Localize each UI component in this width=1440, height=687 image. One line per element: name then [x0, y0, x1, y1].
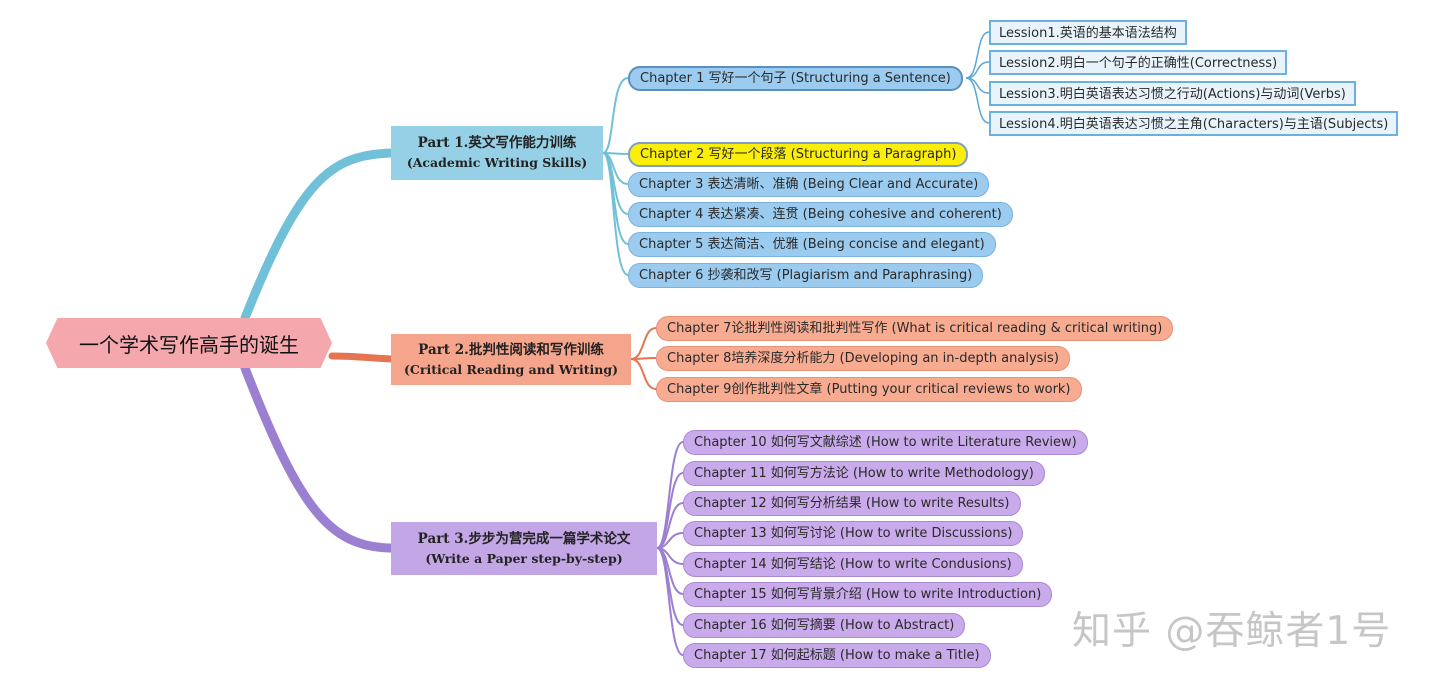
chapter-11-node[interactable]: Chapter 11 如何写方法论 (How to write Methodol… [683, 461, 1045, 486]
chapter-15-node[interactable]: Chapter 15 如何写背景介绍 (How to write Introdu… [683, 582, 1053, 607]
connector-root-part3 [240, 363, 396, 553]
connector-ch1-l1 [965, 31, 990, 79]
connector-ch1-l3 [965, 77, 990, 94]
connector-p1-ch6 [602, 152, 629, 276]
chapter-13-node[interactable]: Chapter 13 如何写讨论 (How to write Discussio… [683, 521, 1024, 546]
chapter-6-node[interactable]: Chapter 6 抄袭和改写 (Plagiarism and Paraphra… [628, 263, 984, 288]
lesson-2-node[interactable]: Lession2.明白一个句子的正确性(Correctness) [989, 50, 1288, 75]
connector-p3-ch17 [656, 547, 684, 656]
chapter-17-node[interactable]: Chapter 17 如何起标题 (How to make a Title) [683, 643, 991, 668]
chapter-4-node[interactable]: Chapter 4 表达紧凑、连贯 (Being cohesive and co… [628, 202, 1013, 227]
root-topic[interactable]: 一个学术写作高手的诞生 [46, 318, 332, 368]
connector-root-part1 [240, 148, 396, 323]
watermark: 知乎 @吞鲸者1号 [1072, 609, 1392, 654]
lesson-1-node[interactable]: Lession1.英语的基本语法结构 [989, 20, 1187, 45]
chapter-16-node[interactable]: Chapter 16 如何写摘要 (How to Abstract) [683, 613, 966, 638]
connector-p2-ch7 [630, 327, 657, 360]
part-2-node[interactable]: Part 2.批判性阅读和写作训练 (Critical Reading and … [391, 334, 631, 385]
chapter-8-node[interactable]: Chapter 8培养深度分析能力 (Developing an in-dept… [656, 346, 1070, 371]
chapter-10-node[interactable]: Chapter 10 如何写文献综述 (How to write Literat… [683, 430, 1088, 455]
part-3-title: Part 3.步步为营完成一篇学术论文 [417, 530, 631, 547]
chapter-1-node[interactable]: Chapter 1 写好一个句子 (Structuring a Sentence… [628, 66, 963, 91]
connector-p1-ch1 [602, 77, 629, 154]
connector-p3-ch10 [656, 441, 684, 549]
chapter-5-node[interactable]: Chapter 5 表达简洁、优雅 (Being concise and ele… [628, 232, 996, 257]
lesson-4-node[interactable]: Lession4.明白英语表达习惯之主角(Characters)与主语(Subj… [989, 111, 1399, 136]
connector-ch1-l4 [965, 77, 990, 124]
chapter-3-node[interactable]: Chapter 3 表达清晰、准确 (Being Clear and Accur… [628, 172, 990, 197]
chapter-7-node[interactable]: Chapter 7论批判性阅读和批判性写作 (What is critical … [656, 316, 1174, 341]
connector-root-part2 [328, 352, 395, 363]
connector-ch1-l2 [965, 61, 990, 79]
chapter-14-node[interactable]: Chapter 14 如何写结论 (How to write Condusion… [683, 552, 1023, 577]
part-1-title: Part 1.英文写作能力训练 [417, 135, 577, 151]
connector-p2-ch9 [630, 358, 657, 390]
part-3-subtitle: (Write a Paper step-by-step) [425, 550, 623, 566]
part-1-node[interactable]: Part 1.英文写作能力训练 (Academic Writing Skills… [391, 126, 603, 180]
chapter-2-node[interactable]: Chapter 2 写好一个段落 (Structuring a Paragrap… [628, 142, 969, 167]
chapter-9-node[interactable]: Chapter 9创作批判性文章 (Putting your critical … [656, 377, 1082, 402]
part-1-subtitle: (Academic Writing Skills) [406, 155, 588, 170]
part-3-node[interactable]: Part 3.步步为营完成一篇学术论文 (Write a Paper step-… [391, 522, 657, 575]
lesson-3-node[interactable]: Lession3.明白英语表达习惯之行动(Actions)与动词(Verbs) [989, 81, 1356, 106]
part-2-subtitle: (Critical Reading and Writing) [404, 361, 618, 377]
part-2-title: Part 2.批判性阅读和写作训练 [418, 341, 604, 358]
chapter-12-node[interactable]: Chapter 12 如何写分析结果 (How to write Results… [683, 491, 1021, 516]
